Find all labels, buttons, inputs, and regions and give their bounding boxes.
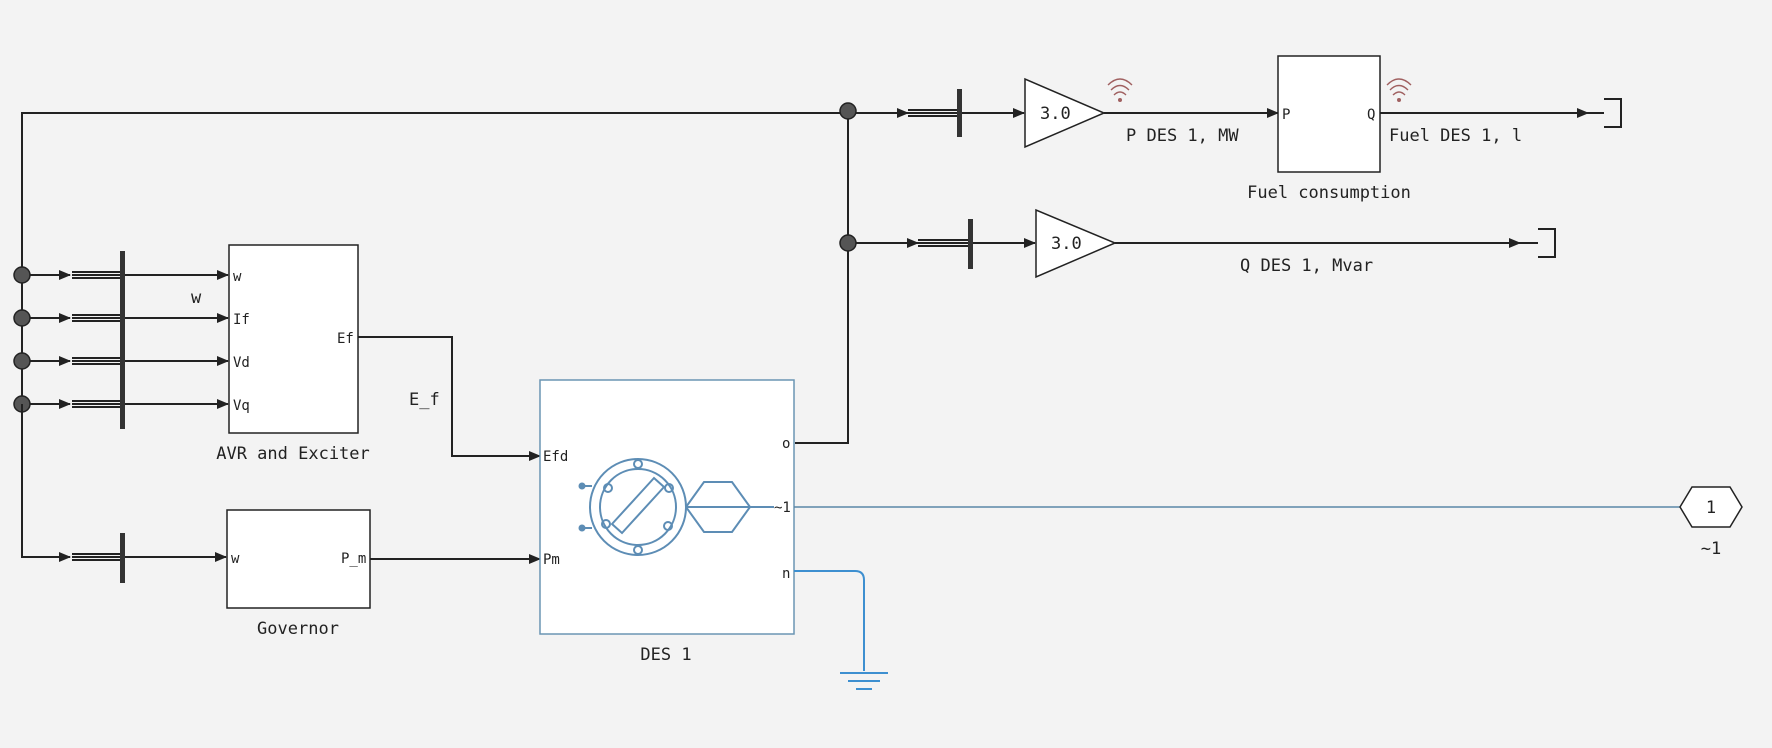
junction-top[interactable] [839, 102, 857, 120]
signal-label-q-des: Q DES 1, Mvar [1240, 256, 1373, 276]
gain-q-value: 3.0 [1051, 234, 1082, 254]
wireless-signal-icon-fuel [1386, 78, 1412, 102]
gain-p-block[interactable]: 3.0 [1024, 77, 1106, 149]
fuel-consumption-label: Fuel consumption [1247, 183, 1411, 203]
signal-label-p-des: P DES 1, MW [1126, 126, 1239, 146]
outport-1[interactable]: 1 [1679, 486, 1743, 528]
wire-ef-to-efd[interactable] [358, 336, 541, 461]
wire-neutral-to-ground[interactable] [794, 570, 865, 671]
junction-if[interactable] [13, 309, 31, 327]
governor-label: Governor [257, 619, 339, 639]
governor-block[interactable] [226, 509, 371, 609]
des-port-o: o [782, 436, 790, 452]
terminator-fuel[interactable] [1588, 98, 1622, 128]
synchronous-machine-icon [578, 458, 774, 556]
bus-selector-governor[interactable] [72, 533, 125, 583]
bus-selector-top[interactable] [908, 89, 962, 137]
des-label: DES 1 [640, 645, 691, 665]
bus-selector-q[interactable] [918, 219, 973, 269]
ground-icon [840, 672, 888, 690]
wireless-signal-icon-p [1107, 78, 1133, 102]
avr-port-w: w [233, 269, 242, 285]
fuel-port-p: P [1282, 107, 1290, 123]
governor-port-pm: P_m [341, 551, 366, 567]
avr-exciter-label: AVR and Exciter [216, 444, 370, 464]
des-port-n: n [782, 566, 790, 582]
outport-number: 1 [1706, 498, 1716, 518]
signal-label-fuel-des: Fuel DES 1, l [1389, 126, 1522, 146]
outport-label: ~1 [1701, 539, 1721, 559]
avr-port-ef: Ef [337, 331, 354, 347]
feedback-wire[interactable] [21, 112, 848, 404]
gain-q-block[interactable]: 3.0 [1035, 208, 1117, 279]
gain-p-value: 3.0 [1040, 104, 1071, 124]
junction-q[interactable] [839, 234, 857, 252]
governor-port-w: w [231, 551, 240, 567]
avr-port-vd: Vd [233, 355, 250, 371]
avr-exciter-block[interactable] [228, 244, 359, 434]
des-port-ac: ~1 [774, 500, 791, 516]
junction-vd[interactable] [13, 352, 31, 370]
fuel-port-q: Q [1367, 107, 1375, 123]
branch-wire-q[interactable] [795, 113, 849, 444]
wire-governor-in[interactable] [21, 404, 71, 562]
avr-port-if: If [233, 312, 250, 328]
signal-label-e-f: E_f [409, 390, 440, 410]
des-port-pm: Pm [543, 552, 560, 568]
bus-selector-avr[interactable] [72, 251, 125, 429]
fuel-consumption-block[interactable] [1277, 55, 1381, 173]
junction-w[interactable] [13, 266, 31, 284]
des-port-efd: Efd [543, 449, 568, 465]
avr-port-vq: Vq [233, 398, 250, 414]
terminator-q[interactable] [1520, 228, 1556, 258]
signal-label-w: w [191, 288, 202, 308]
